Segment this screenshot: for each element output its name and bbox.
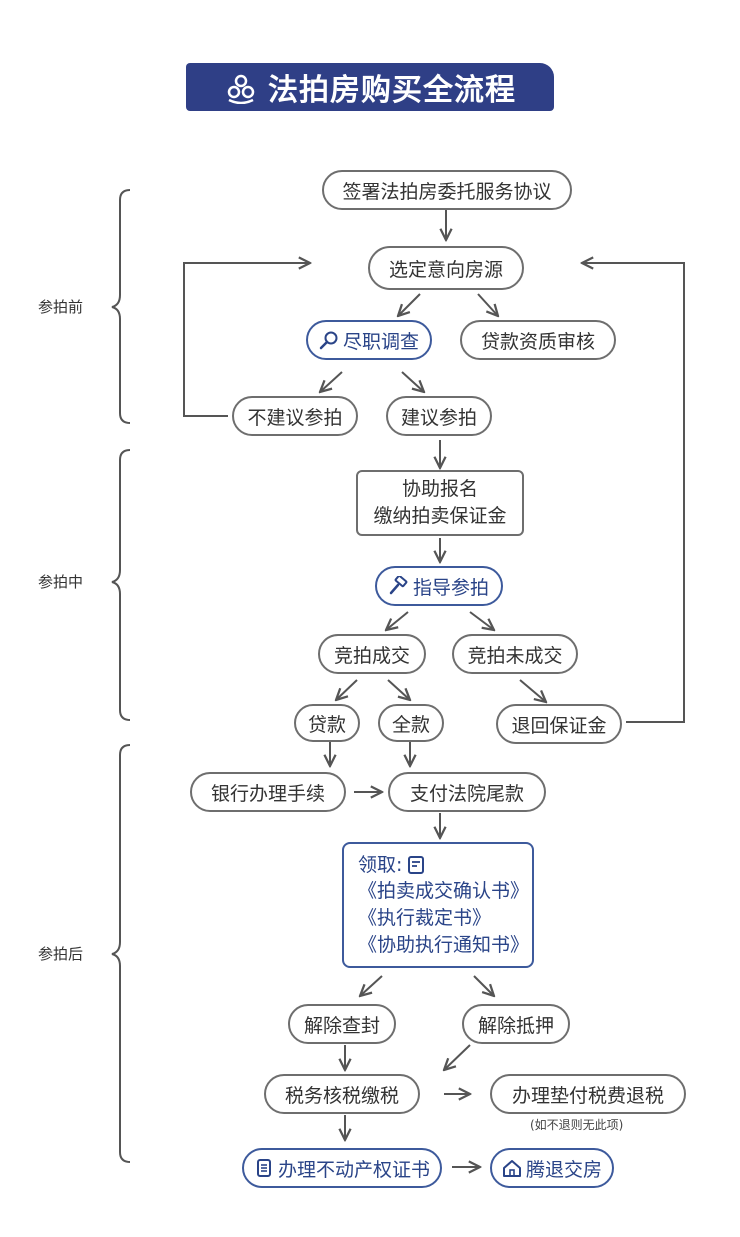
receive-header: 领取: bbox=[358, 852, 430, 879]
node-bank-procedures: 银行办理手续 bbox=[190, 772, 346, 812]
node-property-certificate: 办理不动产权证书 bbox=[242, 1148, 442, 1188]
gavel-icon bbox=[389, 576, 408, 595]
people-icon bbox=[227, 74, 255, 104]
node-full-payment: 全款 bbox=[378, 704, 444, 742]
document-item: 《执行裁定书》 bbox=[358, 907, 492, 929]
node-receive-documents: 领取: 《拍卖成交确认书》 《执行裁定书》 《协助执行通知书》 bbox=[342, 842, 534, 968]
node-refund-deposit: 退回保证金 bbox=[496, 704, 622, 744]
node-not-recommended: 不建议参拍 bbox=[232, 396, 358, 436]
node-advance-tax-refund: 办理垫付税费退税 bbox=[490, 1074, 686, 1114]
node-pay-court-balance: 支付法院尾款 bbox=[388, 772, 546, 812]
stage-during-label: 参拍中 bbox=[38, 573, 84, 591]
stage-before-label: 参拍前 bbox=[38, 298, 84, 316]
node-bid-fail: 竞拍未成交 bbox=[452, 634, 578, 674]
node-loan-review: 贷款资质审核 bbox=[460, 320, 616, 360]
node-release-seal: 解除查封 bbox=[288, 1004, 396, 1044]
house-icon bbox=[502, 1160, 521, 1177]
node-guided-bidding: 指导参拍 bbox=[375, 566, 503, 606]
node-sign-agreement: 签署法拍房委托服务协议 bbox=[322, 170, 572, 210]
node-tax-payment: 税务核税缴税 bbox=[264, 1074, 420, 1114]
title-banner: 法拍房购买全流程 bbox=[186, 63, 554, 111]
document-item: 《协助执行通知书》 bbox=[358, 933, 530, 956]
node-recommended: 建议参拍 bbox=[386, 396, 492, 436]
certificate-icon bbox=[256, 1159, 271, 1177]
stage-after-label: 参拍后 bbox=[38, 945, 84, 963]
node-select-property: 选定意向房源 bbox=[368, 246, 524, 290]
node-release-mortgage: 解除抵押 bbox=[462, 1004, 570, 1044]
advance-note: (如不退则无此项) bbox=[530, 1118, 624, 1132]
node-due-diligence: 尽职调查 bbox=[306, 320, 432, 360]
page-title: 法拍房购买全流程 bbox=[268, 73, 516, 108]
document-icon bbox=[408, 856, 425, 875]
node-bid-success: 竞拍成交 bbox=[318, 634, 426, 674]
document-item: 《拍卖成交确认书》 bbox=[358, 880, 530, 903]
search-icon bbox=[319, 331, 338, 350]
node-register: 协助报名 缴纳拍卖保证金 bbox=[356, 470, 524, 536]
node-handover: 腾退交房 bbox=[490, 1148, 614, 1188]
node-loan: 贷款 bbox=[294, 704, 360, 742]
